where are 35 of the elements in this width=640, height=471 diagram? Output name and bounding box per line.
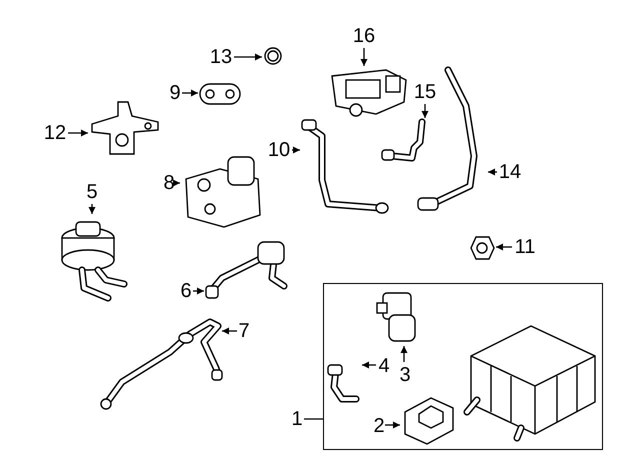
callout-number: 12 [42, 121, 68, 145]
leader-line [88, 204, 96, 214]
leader-line [360, 48, 368, 66]
callout-number: 8 [162, 171, 176, 195]
leader-line [385, 422, 400, 428]
leader-line [292, 146, 300, 154]
leader-line [68, 130, 88, 136]
callout-number: 7 [237, 319, 251, 343]
leader-line [234, 54, 262, 60]
callout-number: 14 [497, 160, 523, 184]
leader-line [488, 168, 497, 176]
assembly-frame [323, 283, 603, 450]
callout-number: 11 [512, 235, 538, 259]
callout-number: 3 [398, 363, 412, 387]
callout-number: 1 [290, 407, 304, 431]
ring-drawing [262, 45, 284, 67]
leader-line [222, 328, 237, 334]
leader-line [193, 288, 204, 294]
leader-line [173, 180, 180, 186]
leader-line [422, 104, 428, 118]
callout-number: 2 [372, 414, 386, 438]
leader-line [400, 346, 408, 362]
leader-line [304, 418, 323, 420]
leader-line [496, 244, 512, 250]
callout-number: 10 [266, 138, 292, 162]
leader-line [182, 90, 198, 96]
callout-number: 13 [208, 45, 234, 69]
callout-number: 16 [351, 24, 377, 48]
callout-number: 9 [168, 81, 182, 105]
callout-number: 6 [179, 279, 193, 303]
leader-line [362, 362, 376, 368]
callout-number: 5 [85, 180, 99, 204]
callout-number: 15 [412, 80, 438, 104]
nut-drawing [468, 234, 496, 262]
callout-number: 4 [377, 354, 391, 378]
